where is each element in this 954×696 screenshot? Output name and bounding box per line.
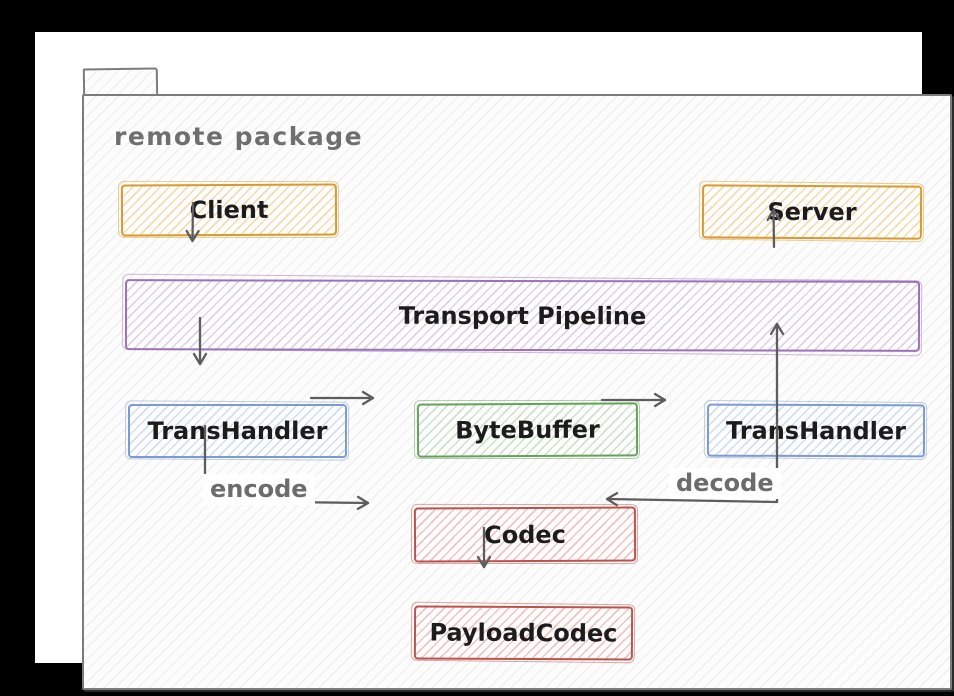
node-label: ByteBuffer [455, 415, 600, 445]
node-label: Codec [484, 520, 566, 549]
edge-label-decode: decode [669, 468, 781, 499]
canvas-panel: remote package Client Server Transport P… [35, 32, 952, 690]
package-label: remote package [114, 122, 364, 151]
node-server: Server [701, 184, 923, 240]
node-transhandler-right: TransHandler [706, 403, 926, 458]
node-label: TransHandler [725, 416, 907, 445]
node-client: Client [120, 183, 338, 237]
edge-label-encode: encode [203, 474, 315, 505]
node-label: Client [189, 195, 269, 225]
node-payloadcodec: PayloadCodec [413, 605, 634, 661]
node-transport-pipeline: Transport Pipeline [124, 279, 921, 352]
node-label: Transport Pipeline [398, 301, 647, 330]
node-bytebuffer: ByteBuffer [416, 402, 639, 458]
node-transhandler-left: TransHandler [128, 404, 347, 458]
node-label: TransHandler [147, 417, 328, 445]
node-codec: Codec [413, 506, 637, 563]
node-label: PayloadCodec [429, 618, 618, 648]
node-label: Server [767, 197, 857, 227]
